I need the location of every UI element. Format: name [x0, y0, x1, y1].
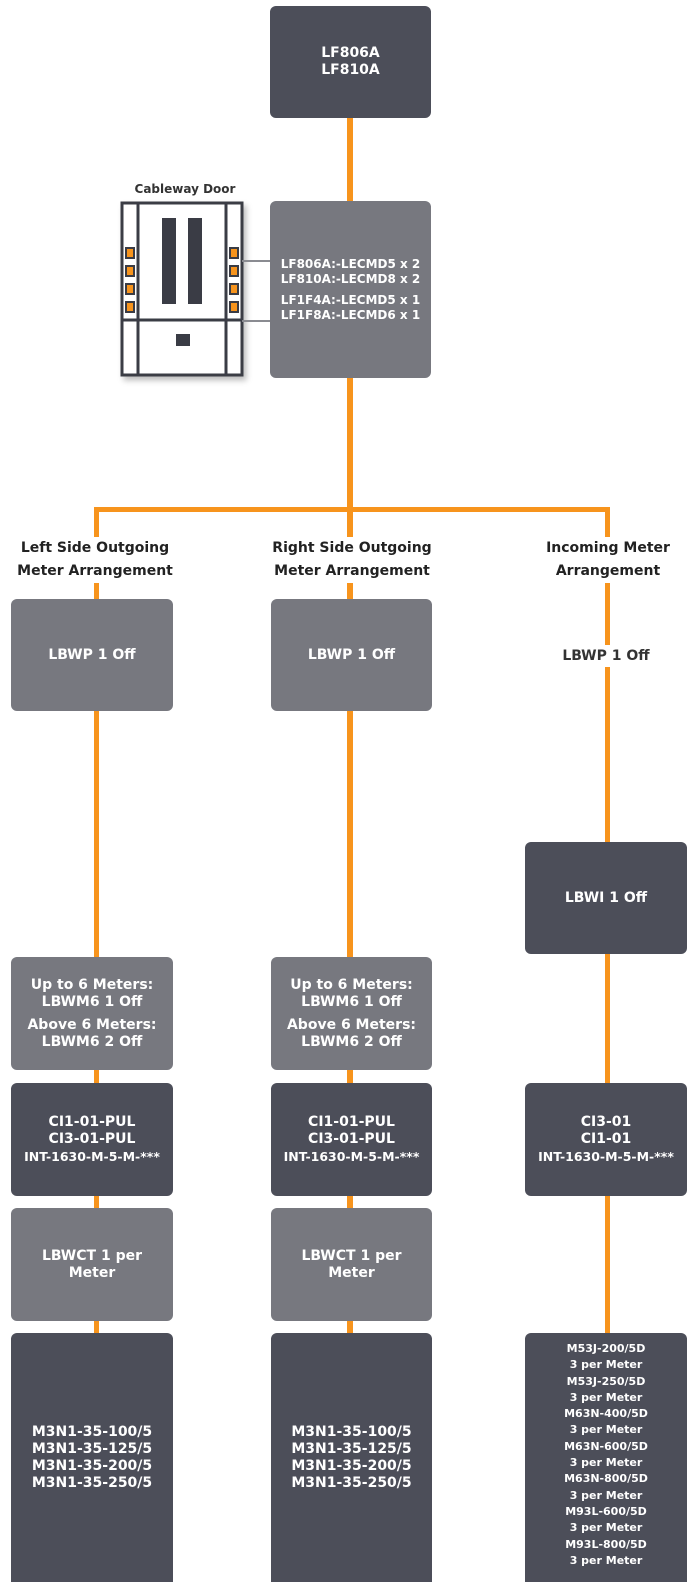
meter-line: M53J-200/5D	[566, 1342, 646, 1355]
heading-line: Incoming Meter	[546, 540, 670, 556]
meter-line: 3 per Meter	[569, 1553, 643, 1567]
cableway-box: LF806A:-LECMD5 x 2 LF810A:-LECMD8 x 2 LF…	[270, 201, 431, 378]
ci-box: CI3-01 CI1-01 INT-1630-M-5-M-***	[525, 1083, 687, 1196]
model-box-top: LF806A LF810A	[270, 6, 431, 118]
model-line: LF810A	[321, 62, 380, 78]
ci-line: CI1-01-PUL	[308, 1114, 395, 1130]
heading-line: Left Side Outgoing	[20, 540, 170, 556]
lbwm-line: LBWM6 1 Off	[301, 993, 402, 1010]
meter-line: M3N1-35-125/5	[31, 1440, 153, 1457]
column-heading-right: Right Side Outgoing Meter Arrangement	[262, 537, 442, 583]
meter-box: M53J-200/5D 3 per Meter M53J-250/5D 3 pe…	[525, 1333, 687, 1582]
door-connector	[242, 320, 270, 322]
lbwm-line: Up to 6 Meters:	[290, 976, 413, 993]
lbwi-box: LBWI 1 Off	[525, 842, 687, 954]
cableway-line: LF1F4A:-LECMD5 x 1	[280, 292, 421, 307]
model-line: LF806A	[321, 45, 380, 61]
cableway-line: LF806A:-LECMD5 x 2	[280, 256, 421, 271]
meter-line: M3N1-35-125/5	[291, 1440, 412, 1457]
door-connector	[242, 260, 270, 262]
lbwm-line: LBWM6 2 Off	[41, 1033, 143, 1050]
column-heading-incoming: Incoming Meter Arrangement	[522, 537, 694, 583]
meter-line: M3N1-35-100/5	[291, 1423, 412, 1440]
lbwm-line: Up to 6 Meters:	[30, 976, 154, 993]
meter-line: M53J-250/5D	[566, 1374, 646, 1388]
meter-line: M63N-600/5D	[564, 1439, 648, 1453]
lbwp-label: LBWP 1 Off	[545, 645, 667, 667]
meter-line: M63N-800/5D	[564, 1472, 648, 1486]
meter-box: M3N1-35-100/5 M3N1-35-125/5 M3N1-35-200/…	[271, 1333, 432, 1582]
lbwp-box: LBWP 1 Off	[11, 599, 173, 711]
ci-line: CI3-01-PUL	[48, 1131, 136, 1147]
meter-line: M3N1-35-100/5	[31, 1423, 153, 1440]
lbwi-label: LBWI 1 Off	[564, 889, 648, 906]
lbwm-line: Above 6 Meters:	[286, 1016, 417, 1033]
lbwct-box: LBWCT 1 per Meter	[11, 1208, 173, 1321]
meter-line: 3 per Meter	[569, 1358, 643, 1372]
lbwp-label: LBWP 1 Off	[48, 646, 136, 663]
heading-line: Right Side Outgoing	[272, 540, 432, 556]
heading-line: Meter Arrangement	[274, 563, 430, 579]
meter-line: 3 per Meter	[569, 1390, 643, 1404]
heading-line: Arrangement	[555, 563, 661, 579]
meter-line: 3 per Meter	[569, 1456, 643, 1470]
ci-line: CI3-01	[580, 1114, 632, 1130]
lbwm-line: LBWM6 1 Off	[41, 993, 143, 1010]
cableway-line: LF1F8A:-LECMD6 x 1	[280, 307, 421, 322]
lbwm-line: Above 6 Meters:	[27, 1016, 157, 1033]
meter-line: M93L-600/5D	[565, 1504, 647, 1518]
ci-line: INT-1630-M-5-M-***	[538, 1149, 674, 1164]
connector-line	[347, 118, 353, 204]
meter-line: 3 per Meter	[569, 1488, 643, 1502]
meter-line: 3 per Meter	[569, 1521, 643, 1535]
connector-line	[347, 376, 353, 510]
lbwm-box: Up to 6 Meters: LBWM6 1 Off Above 6 Mete…	[11, 957, 173, 1070]
meter-line: M3N1-35-250/5	[31, 1474, 153, 1491]
ci-line: INT-1630-M-5-M-***	[24, 1149, 160, 1164]
lbwm-box: Up to 6 Meters: LBWM6 1 Off Above 6 Mete…	[271, 957, 432, 1070]
meter-line: M93L-800/5D	[565, 1537, 647, 1551]
connector-line	[605, 507, 610, 1582]
lbwp-label: LBWP 1 Off	[307, 646, 396, 663]
meter-line: M3N1-35-200/5	[291, 1457, 412, 1474]
meter-box: M3N1-35-100/5 M3N1-35-125/5 M3N1-35-200/…	[11, 1333, 173, 1582]
ci-line: CI1-01	[580, 1131, 632, 1147]
heading-line: Meter Arrangement	[17, 563, 173, 579]
column-heading-left: Left Side Outgoing Meter Arrangement	[5, 537, 185, 583]
meter-line: M3N1-35-200/5	[31, 1457, 153, 1474]
ci-box: CI1-01-PUL CI3-01-PUL INT-1630-M-5-M-***	[11, 1083, 173, 1196]
lbwp-box: LBWP 1 Off	[271, 599, 432, 711]
cableway-line: LF810A:-LECMD8 x 2	[280, 271, 421, 286]
lbwm-line: LBWM6 2 Off	[301, 1033, 402, 1050]
ci-line: CI1-01-PUL	[48, 1114, 136, 1130]
lbwct-line: Meter	[68, 1264, 116, 1281]
meter-line: M3N1-35-250/5	[291, 1474, 412, 1491]
lbwct-line: Meter	[328, 1264, 375, 1281]
cableway-door-label: Cableway Door	[134, 182, 236, 196]
lbwct-box: LBWCT 1 per Meter	[271, 1208, 432, 1321]
meter-line: 3 per Meter	[569, 1423, 643, 1437]
lbwct-line: LBWCT 1 per	[41, 1247, 142, 1264]
cableway-door-icon	[120, 201, 244, 377]
lbwct-line: LBWCT 1 per	[301, 1247, 402, 1264]
ci-line: CI3-01-PUL	[308, 1131, 395, 1147]
ci-line: INT-1630-M-5-M-***	[283, 1149, 420, 1164]
meter-line: M63N-400/5D	[564, 1407, 648, 1421]
ci-box: CI1-01-PUL CI3-01-PUL INT-1630-M-5-M-***	[271, 1083, 432, 1196]
